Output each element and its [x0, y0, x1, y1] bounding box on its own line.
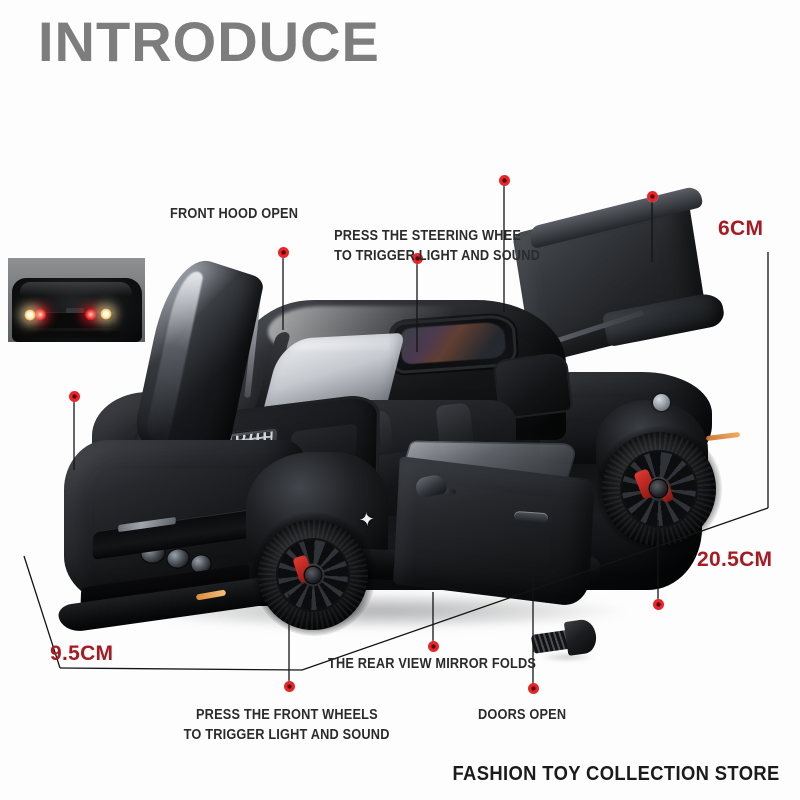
fuel-cap — [653, 394, 670, 411]
marker-dot-front-hood — [277, 246, 289, 258]
inset-headlight-white-right — [100, 308, 112, 320]
rear-wheel-hub — [650, 480, 667, 497]
callout-line-2: TO TRIGGER LIGHT AND SOUND — [183, 726, 390, 743]
callout-press-front-wheels: PRESS THE FRONT WHEELS TO TRIGGER LIGHT … — [184, 706, 390, 745]
callout-press-steering-wheel: PRESS THE STEERING WHEE TO TRIGGER LIGHT… — [334, 227, 540, 266]
inset-headlight-red-left — [34, 308, 47, 321]
marker-dot-engine — [68, 390, 80, 402]
screw-shadow — [530, 652, 604, 662]
front-wheel-hub — [305, 567, 321, 583]
callout-line-1: DOORS OPEN — [478, 707, 567, 723]
callout-line-1: PRESS THE STEERING WHEE — [334, 228, 522, 244]
hellcat-badge: ✦ — [357, 509, 376, 532]
headlight-demo-thumbnail — [8, 258, 145, 342]
inset-lower-grille — [26, 331, 120, 338]
marker-dot-rear-mirror — [427, 640, 439, 652]
marker-dot-steering-wheel — [411, 252, 423, 264]
dimension-length: 20.5CM — [697, 548, 773, 571]
callout-rear-view-mirror-folds: THE REAR VIEW MIRROR FOLDS — [328, 655, 536, 675]
marker-dot-spoiler — [646, 190, 658, 202]
sunroof-glass — [399, 321, 507, 365]
inset-hood-highlight — [20, 282, 132, 296]
callout-front-hood-open: FRONT HOOD OPEN — [170, 205, 298, 225]
store-name: FASHION TOY COLLECTION STORE — [452, 763, 780, 785]
marker-dot-front-wheel — [283, 680, 295, 692]
callout-line-1: FRONT HOOD OPEN — [170, 206, 299, 222]
dimension-width: 9.5CM — [50, 642, 114, 665]
page-title: INTRODUCE — [38, 10, 380, 73]
callout-line-2: TO TRIGGER LIGHT AND SOUND — [334, 247, 540, 264]
marker-dot-trunk — [498, 174, 510, 186]
callout-doors-open: DOORS OPEN — [478, 706, 566, 726]
marker-dot-doors-open — [527, 682, 539, 694]
rear-side-marker — [705, 431, 741, 442]
inset-grille-badge — [66, 308, 84, 313]
door-handle — [513, 510, 549, 525]
marker-dot-rear-wheel — [652, 598, 664, 610]
callout-line-1: PRESS THE FRONT WHEELS — [196, 707, 378, 723]
callout-line-1: THE REAR VIEW MIRROR FOLDS — [328, 656, 537, 672]
dimension-height: 6CM — [718, 217, 764, 240]
inset-headlight-red-right — [84, 308, 97, 321]
inset-headlight-white-left — [24, 309, 36, 321]
